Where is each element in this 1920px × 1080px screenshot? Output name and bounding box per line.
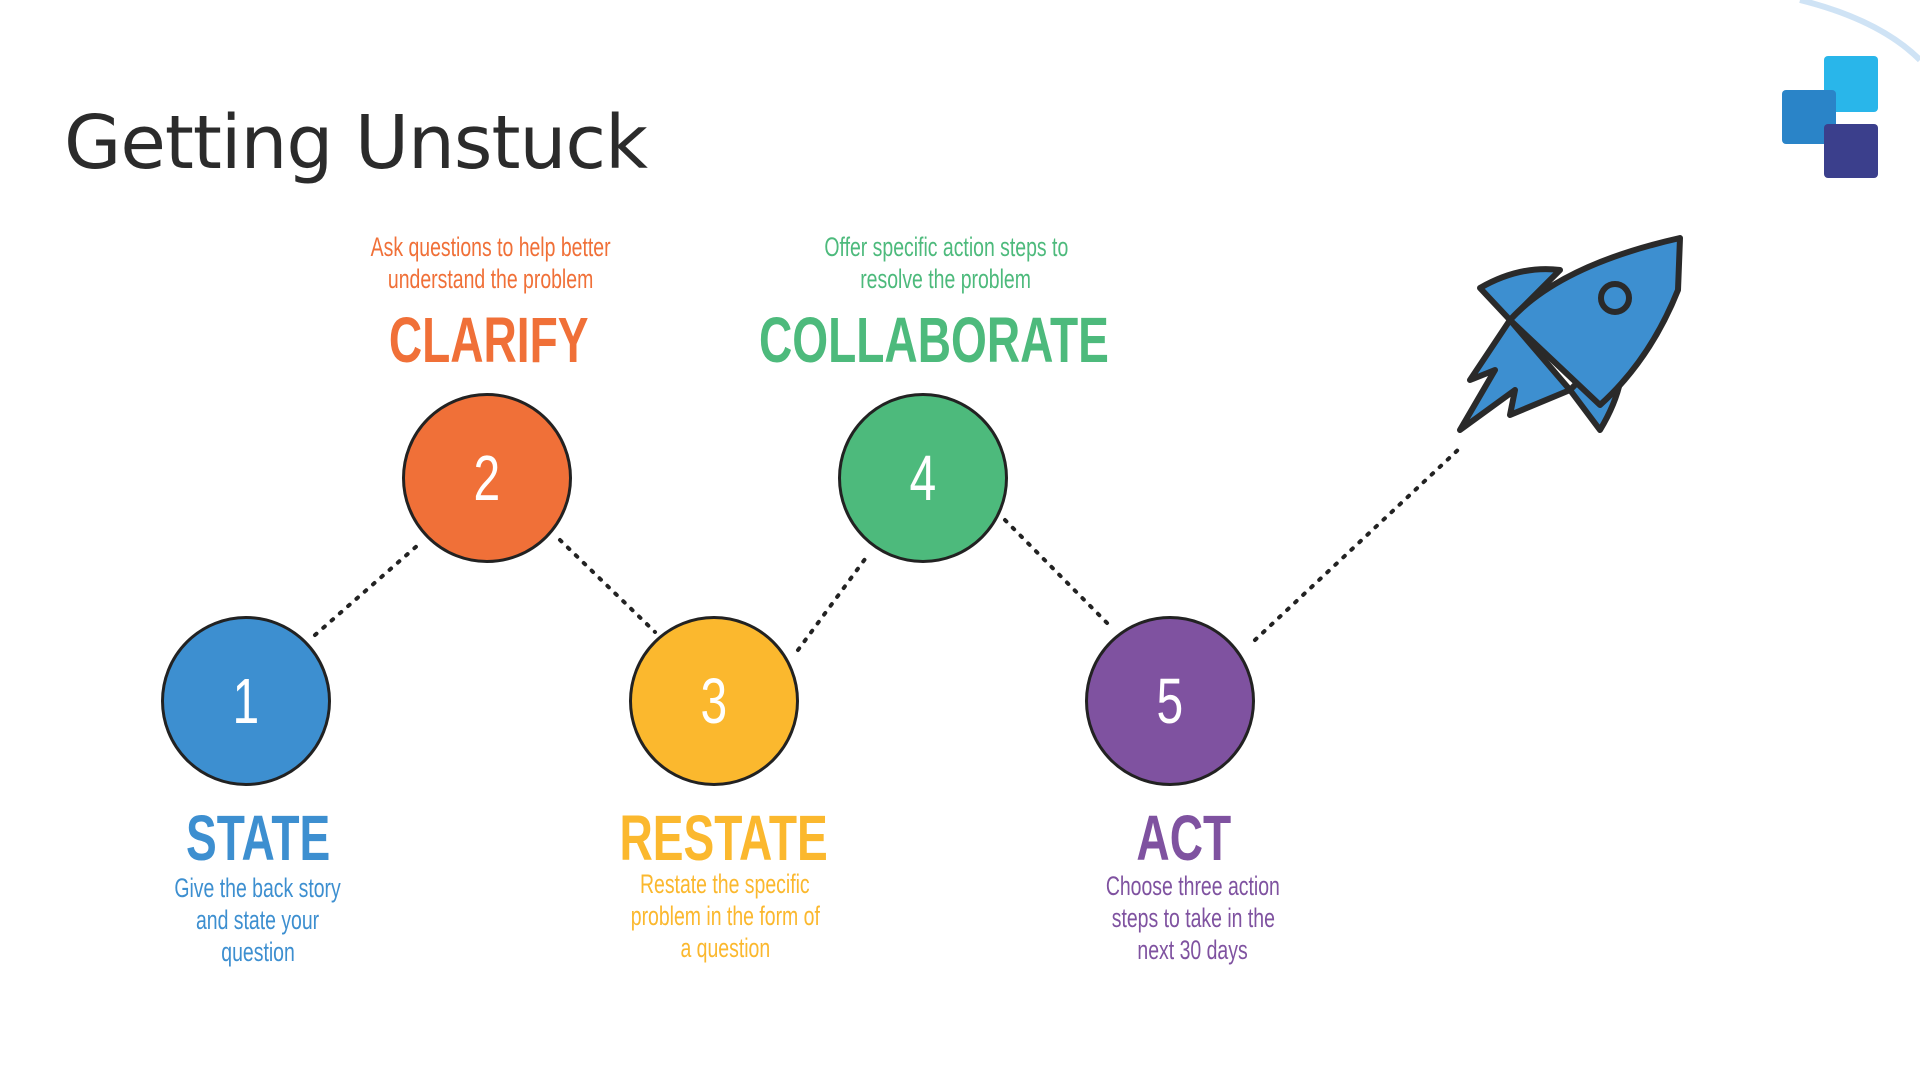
- step-3-circle: 3: [629, 616, 799, 786]
- step-4-label: COLLABORATE: [759, 304, 1109, 376]
- step-4-circle: 4: [838, 393, 1008, 563]
- step-5-circle: 5: [1085, 616, 1255, 786]
- step-1-circle: 1: [161, 616, 331, 786]
- step-2-number: 2: [473, 442, 501, 514]
- logo-icon: [1782, 56, 1878, 178]
- step-2-label: CLARIFY: [389, 304, 589, 376]
- step-5-label: ACT: [1136, 802, 1232, 874]
- page-title: Getting Unstuck: [64, 100, 648, 186]
- step-3-label: RESTATE: [619, 802, 829, 874]
- step-5-number: 5: [1156, 665, 1184, 737]
- step-1-number: 1: [232, 665, 260, 737]
- step-1-label: STATE: [185, 802, 331, 874]
- step-4-number: 4: [909, 442, 937, 514]
- rocket-icon: [1457, 235, 1683, 433]
- step-3-number: 3: [700, 665, 728, 737]
- step-2-circle: 2: [402, 393, 572, 563]
